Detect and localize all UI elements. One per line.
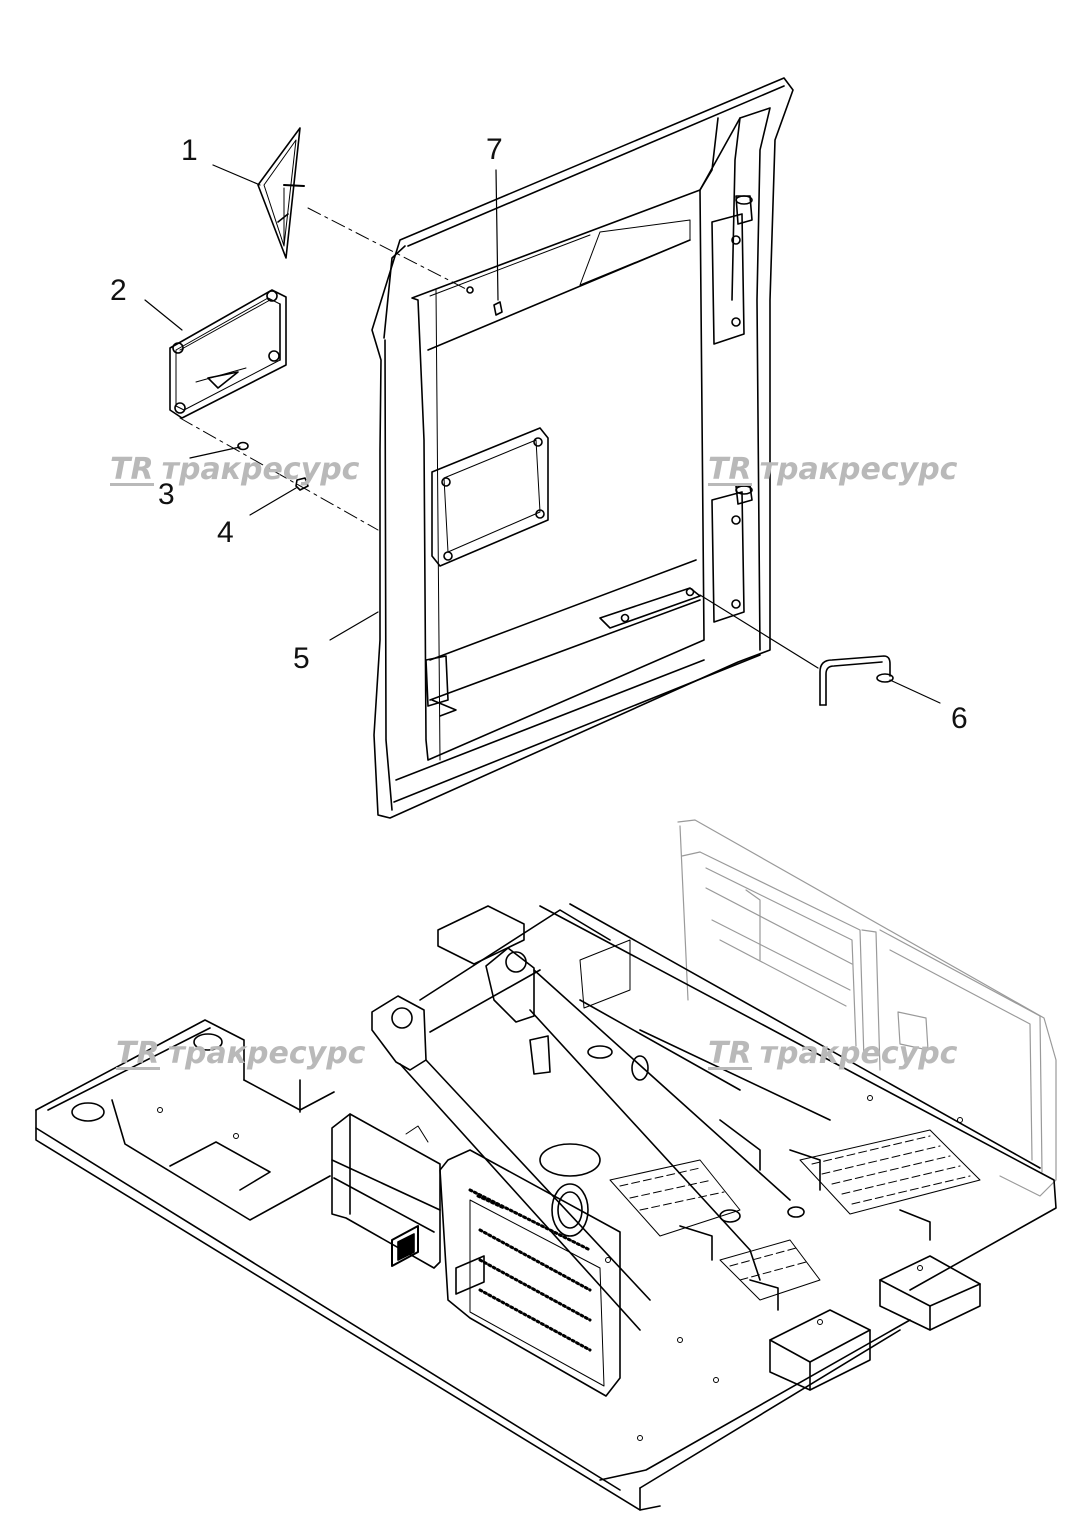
- part-5-door-frame: [371, 77, 794, 819]
- watermark-logo: TR: [116, 1036, 160, 1071]
- watermark-logo: TR: [110, 452, 154, 487]
- part-1-reflector: [257, 127, 305, 259]
- callout-5: 5: [293, 642, 310, 675]
- alignment-lines: [179, 207, 469, 531]
- watermark-text: тракресурс: [167, 1036, 366, 1071]
- ghost-door: [677, 819, 1057, 1197]
- callout-6: 6: [951, 702, 968, 735]
- callout-3: 3: [158, 478, 175, 511]
- watermark-text: тракресурс: [759, 452, 958, 487]
- chassis-frame: [35, 903, 1057, 1511]
- watermark-text: тракресурс: [759, 1036, 958, 1071]
- part-6-pin: [819, 655, 894, 706]
- callout-4: 4: [217, 516, 234, 549]
- callout-2: 2: [110, 274, 127, 307]
- part-7-screw: [493, 301, 503, 316]
- watermark-logo: TR: [708, 1036, 752, 1071]
- leader-lines: [144, 164, 941, 704]
- callout-7: 7: [486, 133, 503, 166]
- part-2-cover-plate: [169, 289, 287, 419]
- callout-1: 1: [181, 134, 198, 167]
- watermark-text: тракресурс: [161, 452, 360, 487]
- part-3-washer: [237, 441, 249, 451]
- watermark-logo: TR: [708, 452, 752, 487]
